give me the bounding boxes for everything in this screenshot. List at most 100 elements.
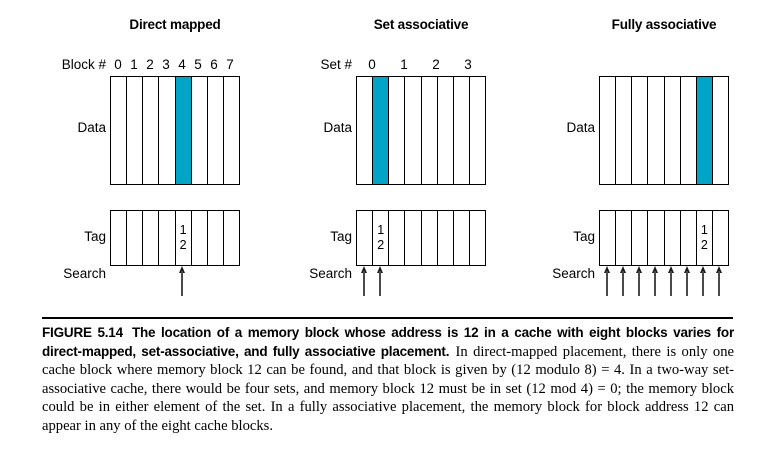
cache-block-cell — [158, 77, 174, 184]
caption-body-text: In direct-mapped placement, there is onl… — [42, 343, 735, 434]
cache-block-cell — [404, 77, 420, 184]
search-label: Search — [552, 266, 595, 281]
cache-block-cell — [711, 211, 728, 265]
cache-block-cell — [679, 211, 696, 265]
block-index-label: Block # — [61, 57, 106, 72]
index-number: 3 — [162, 57, 170, 72]
cache-block-cell — [679, 77, 696, 184]
data-label: Data — [323, 120, 352, 135]
index-number: 2 — [146, 57, 154, 72]
cache-block-cell — [600, 211, 615, 265]
tag-label: Tag — [330, 229, 352, 244]
cache-block-cell — [631, 211, 647, 265]
search-arrow-icon — [699, 266, 707, 296]
cache-block-cell — [631, 77, 647, 184]
cache-block-cell — [695, 77, 712, 184]
tag-label: Tag — [573, 229, 595, 244]
tag-value-digit: 1 — [700, 223, 708, 237]
cache-block-cell — [711, 77, 728, 184]
caption-bold-text: The location of a memory block whose add… — [42, 325, 735, 359]
cache-block-cell — [420, 77, 437, 184]
data-blocks — [599, 76, 729, 185]
data-label: Data — [566, 120, 595, 135]
tag-value-digit: 2 — [700, 238, 708, 252]
cache-block-cell — [647, 211, 663, 265]
search-arrow-icon — [178, 266, 186, 296]
cache-block-cell — [357, 211, 372, 265]
data-blocks — [110, 76, 240, 185]
search-label: Search — [63, 266, 106, 281]
search-arrow-icon — [715, 266, 723, 296]
cache-block-cell — [388, 77, 404, 184]
cache-block-cell — [111, 77, 126, 184]
cache-block-cell — [452, 77, 469, 184]
search-arrow-icon — [619, 266, 627, 296]
cache-block-cell — [222, 211, 239, 265]
cache-block-cell — [404, 211, 420, 265]
cache-block-cell — [615, 211, 631, 265]
diagram-title: Set associative — [373, 17, 469, 32]
cache-block-cell — [468, 211, 485, 265]
diagram-title: Fully associative — [611, 17, 717, 32]
cache-block-cell — [142, 211, 158, 265]
cache-block-cell — [372, 77, 389, 184]
cache-block-cell — [206, 77, 223, 184]
index-number: 1 — [400, 57, 408, 72]
search-arrow-icon — [603, 266, 611, 296]
cache-block-cell — [468, 77, 485, 184]
tag-value-digit: 1 — [179, 223, 187, 237]
cache-block-cell — [420, 211, 437, 265]
cache-block-cell — [615, 77, 631, 184]
cache-block-cell — [222, 77, 239, 184]
cache-block-cell — [647, 77, 663, 184]
cache-block-cell — [190, 77, 207, 184]
cache-block-cell — [206, 211, 223, 265]
diagram-title: Direct mapped — [129, 17, 221, 32]
data-blocks — [356, 76, 486, 185]
cache-block-cell — [126, 77, 142, 184]
cache-block-cell — [142, 77, 158, 184]
tag-label: Tag — [84, 229, 106, 244]
cache-block-cell — [158, 211, 174, 265]
index-number: 6 — [210, 57, 218, 72]
cache-block-cell — [126, 211, 142, 265]
cache-block-cell — [663, 211, 680, 265]
cache-block-cell — [190, 211, 207, 265]
cache-block-cell — [174, 77, 191, 184]
index-number: 1 — [130, 57, 138, 72]
data-label: Data — [77, 120, 106, 135]
index-number: 0 — [368, 57, 376, 72]
figure-number: FIGURE 5.14 — [42, 325, 123, 340]
caption-divider — [42, 317, 733, 319]
cache-block-cell — [357, 77, 372, 184]
cache-block-cell — [111, 211, 126, 265]
cache-block-cell — [663, 77, 680, 184]
cache-block-cell — [600, 77, 615, 184]
tag-value-digit: 1 — [377, 223, 385, 237]
index-number: 2 — [432, 57, 440, 72]
search-arrow-icon — [651, 266, 659, 296]
tag-value-digit: 2 — [179, 238, 187, 252]
set-index-label: Set # — [320, 57, 352, 72]
search-arrow-icon — [635, 266, 643, 296]
cache-block-cell — [436, 77, 453, 184]
search-arrow-icon — [683, 266, 691, 296]
index-number: 0 — [114, 57, 122, 72]
search-arrow-icon — [360, 266, 368, 296]
cache-block-cell — [436, 211, 453, 265]
tag-value-digit: 2 — [377, 238, 385, 252]
index-number: 4 — [178, 57, 186, 72]
cache-block-cell — [452, 211, 469, 265]
